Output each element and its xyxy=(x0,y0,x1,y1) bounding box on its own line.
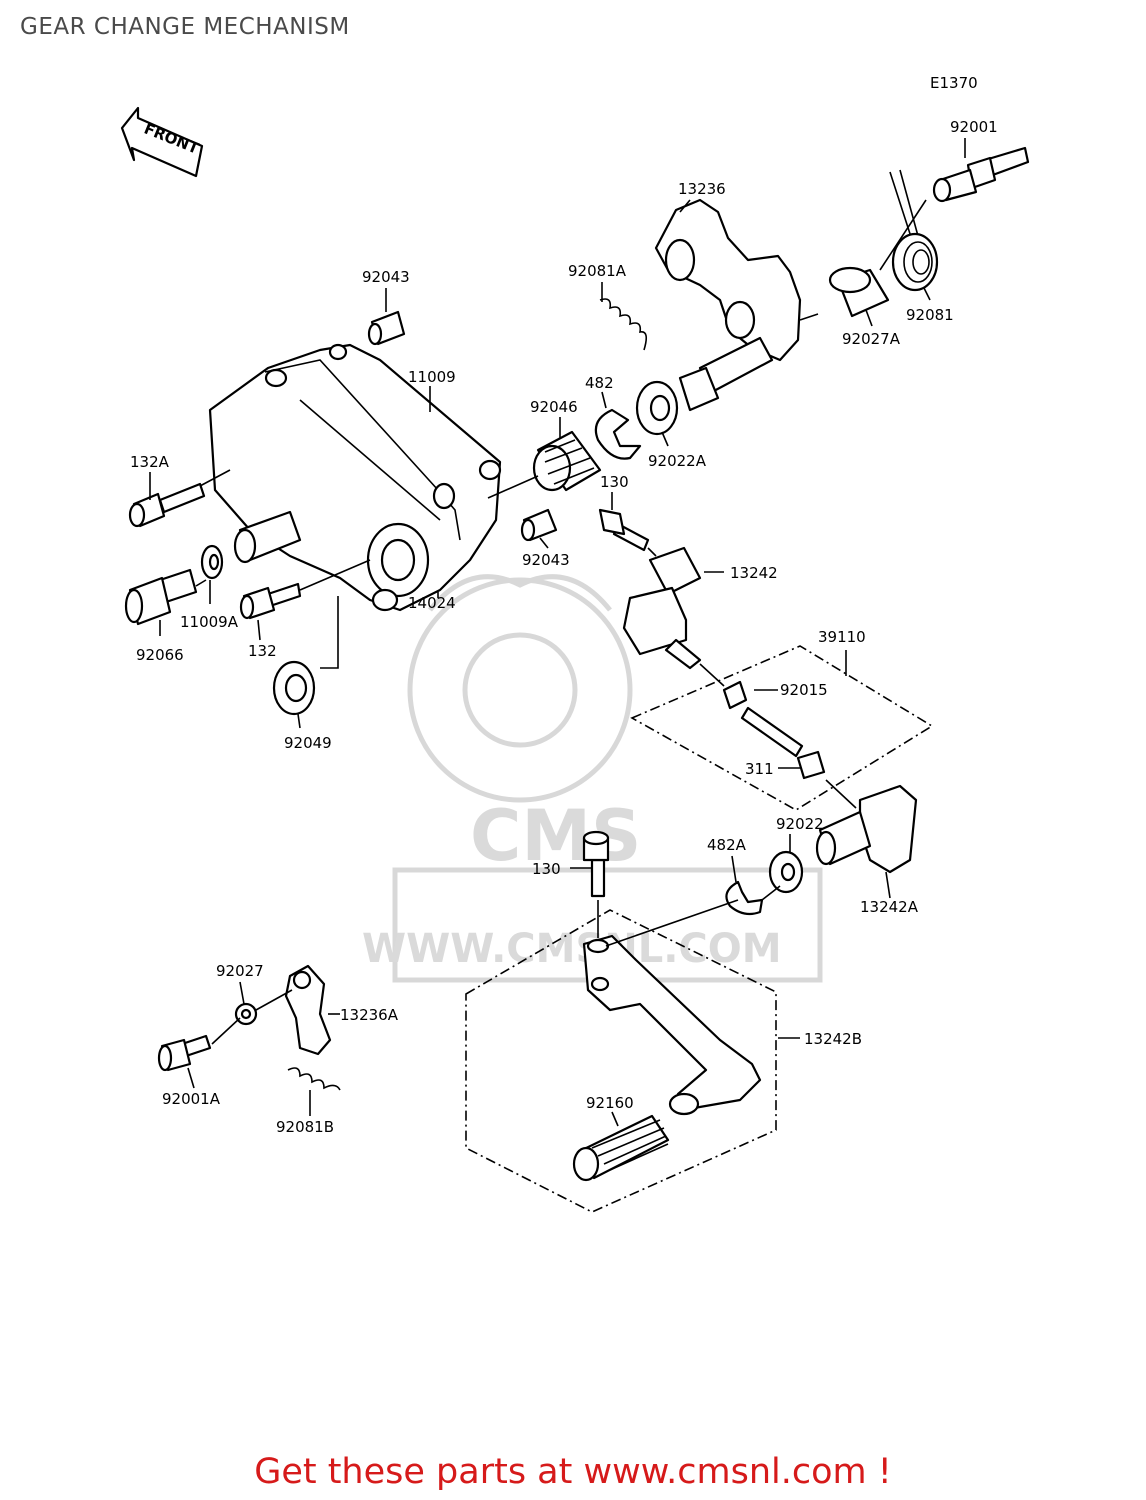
spring-92081-icon xyxy=(889,169,939,292)
assembly-box-13242b xyxy=(465,909,777,1213)
pedal-13242b-icon xyxy=(582,934,762,1116)
label-92022[interactable]: 92022 xyxy=(776,815,824,833)
label-311[interactable]: 311 xyxy=(745,760,774,778)
watermark-url: WWW.CMSNL.COM xyxy=(362,926,782,972)
label-130-top[interactable]: 130 xyxy=(600,473,629,491)
label-92081[interactable]: 92081 xyxy=(906,306,954,324)
bolt-92001-icon xyxy=(932,146,1030,203)
label-11009a[interactable]: 11009A xyxy=(180,613,239,631)
washer-92027-icon xyxy=(234,1002,258,1026)
label-92043-top[interactable]: 92043 xyxy=(362,268,410,286)
page-title: GEAR CHANGE MECHANISM xyxy=(20,14,350,40)
bearing-92046-icon xyxy=(532,430,602,492)
label-482[interactable]: 482 xyxy=(585,374,614,392)
label-13236a[interactable]: 13236A xyxy=(340,1006,399,1024)
leader-lines xyxy=(149,138,966,1127)
dowel-92043-top-icon xyxy=(367,310,406,346)
label-92022a[interactable]: 92022A xyxy=(648,452,707,470)
washer-92022a-icon xyxy=(635,380,679,436)
label-13242b[interactable]: 13242B xyxy=(804,1030,862,1048)
washer-92022-icon xyxy=(768,850,804,894)
shift-arm-13236-icon xyxy=(654,198,802,412)
watermark: CMS WWW.CMSNL.COM xyxy=(362,574,823,983)
shift-arm-13242-icon xyxy=(622,546,702,670)
label-14024[interactable]: 14024 xyxy=(408,594,456,612)
lever-13242a-icon xyxy=(815,784,918,874)
parts-diagram: CMS WWW.CMSNL.COM E1370 FRONT xyxy=(120,74,1030,1213)
label-39110[interactable]: 39110 xyxy=(818,628,866,646)
label-92015[interactable]: 92015 xyxy=(780,681,828,699)
label-92001[interactable]: 92001 xyxy=(950,118,998,136)
label-13242a[interactable]: 13242A xyxy=(860,898,919,916)
label-92027a[interactable]: 92027A xyxy=(842,330,901,348)
pedal-rubber-92160-icon xyxy=(572,1114,670,1182)
label-92049[interactable]: 92049 xyxy=(284,734,332,752)
gasket-11009a-icon xyxy=(200,544,224,580)
watermark-logo: CMS xyxy=(470,795,641,877)
plug-92066-icon xyxy=(124,568,198,626)
bolt-132-icon xyxy=(239,582,302,620)
label-130-mid[interactable]: 130 xyxy=(532,860,561,878)
tie-rod-assembly-icon xyxy=(722,680,826,780)
label-92160[interactable]: 92160 xyxy=(586,1094,634,1112)
diagram-code: E1370 xyxy=(930,74,978,92)
footer-link[interactable]: Get these parts at www.cmsnl.com ! xyxy=(254,1452,892,1492)
front-arrow-icon: FRONT xyxy=(120,106,204,178)
dowel-92043-mid-icon xyxy=(520,508,558,542)
circlip-482a-icon xyxy=(725,880,764,916)
oil-seal-92049-icon xyxy=(272,660,316,716)
boss-14024-icon xyxy=(233,510,302,564)
label-13236[interactable]: 13236 xyxy=(678,180,726,198)
spring-92081a-icon xyxy=(599,298,648,351)
label-92081a[interactable]: 92081A xyxy=(568,262,627,280)
label-92066[interactable]: 92066 xyxy=(136,646,184,664)
part-labels: 92001 13236 92043 92081A 11009 482 92046… xyxy=(130,118,998,1136)
label-92081b[interactable]: 92081B xyxy=(276,1118,334,1136)
label-92046[interactable]: 92046 xyxy=(530,398,578,416)
bolt-132a-icon xyxy=(128,482,206,528)
label-482a[interactable]: 482A xyxy=(707,836,747,854)
label-13242[interactable]: 13242 xyxy=(730,564,778,582)
label-92043-mid[interactable]: 92043 xyxy=(522,551,570,569)
lever-13236a-icon xyxy=(284,964,332,1056)
spring-92081b-icon xyxy=(287,1067,341,1091)
assembly-box-39110 xyxy=(630,645,934,811)
cover-11009-icon xyxy=(208,343,502,612)
bolt-92001a-icon xyxy=(157,1034,212,1072)
label-92027[interactable]: 92027 xyxy=(216,962,264,980)
bolt-130-top-icon xyxy=(598,508,650,552)
label-92001a[interactable]: 92001A xyxy=(162,1090,221,1108)
label-132[interactable]: 132 xyxy=(248,642,277,660)
label-132a[interactable]: 132A xyxy=(130,453,170,471)
circlip-482-icon xyxy=(594,408,642,460)
collar-92027a-icon xyxy=(828,266,890,318)
bolt-130-mid-icon xyxy=(582,830,610,898)
label-11009[interactable]: 11009 xyxy=(408,368,456,386)
